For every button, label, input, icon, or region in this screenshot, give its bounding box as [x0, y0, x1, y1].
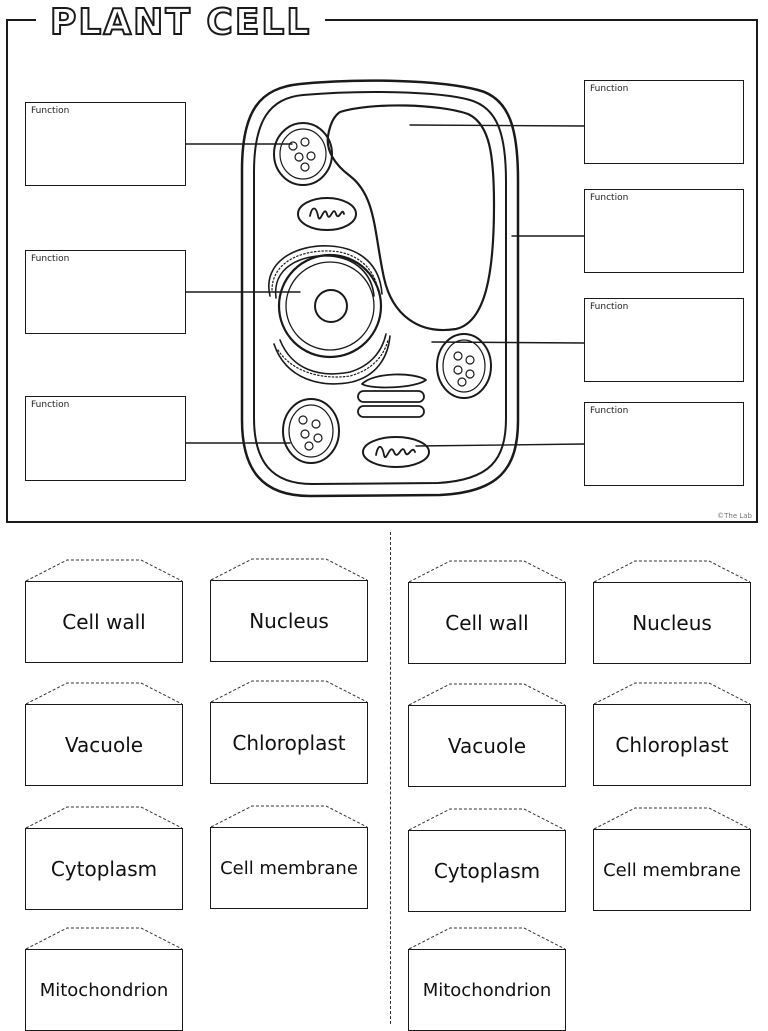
function-box-right-3[interactable]: Function — [584, 298, 744, 382]
flap-cytoplasm-left[interactable]: Cytoplasm — [25, 806, 183, 910]
worksheet-frame — [6, 19, 758, 523]
flap-chloroplast-right[interactable]: Chloroplast — [593, 682, 751, 786]
flap-fold-line — [210, 558, 368, 581]
cell-membrane-outline — [253, 91, 507, 485]
flap-vacuole-left[interactable]: Vacuole — [25, 682, 183, 786]
function-label: Function — [590, 406, 629, 416]
flap-fold-line — [210, 805, 368, 828]
flap-label: Chloroplast — [593, 704, 751, 786]
function-box-right-4[interactable]: Function — [584, 402, 744, 486]
flap-vacuole-right[interactable]: Vacuole — [408, 683, 566, 787]
flap-fold-line — [593, 807, 751, 830]
function-box-right-2[interactable]: Function — [584, 189, 744, 273]
flap-nucleus-right[interactable]: Nucleus — [593, 560, 751, 664]
flap-fold-line — [25, 927, 183, 950]
flap-label: Cell membrane — [593, 829, 751, 911]
flap-fold-line — [408, 560, 566, 583]
function-label: Function — [590, 84, 629, 94]
flap-cell-wall-right[interactable]: Cell wall — [408, 560, 566, 664]
flap-label: Mitochondrion — [25, 949, 183, 1031]
nucleus-outline — [277, 253, 383, 359]
flap-cell-membrane-right[interactable]: Cell membrane — [593, 807, 751, 911]
flap-mitochondrion-left[interactable]: Mitochondrion — [25, 927, 183, 1031]
flap-label: Nucleus — [593, 582, 751, 664]
flap-mitochondrion-right[interactable]: Mitochondrion — [408, 927, 566, 1031]
flap-label: Nucleus — [210, 580, 368, 662]
mitochondrion-outline — [297, 197, 357, 231]
function-box-left-2[interactable]: Function — [25, 250, 186, 334]
chloroplast-outline — [282, 398, 340, 464]
flap-label: Cell membrane — [210, 827, 368, 909]
flap-nucleus-left[interactable]: Nucleus — [210, 558, 368, 662]
flap-fold-line — [593, 560, 751, 583]
flap-label: Cell wall — [25, 581, 183, 663]
cell-wall-outline — [240, 79, 520, 498]
function-box-left-3[interactable]: Function — [25, 396, 186, 481]
copyright-credit: ©The Lab — [717, 512, 752, 520]
function-label: Function — [590, 193, 629, 203]
flap-label: Vacuole — [25, 704, 183, 786]
flap-label: Chloroplast — [210, 702, 368, 784]
function-box-left-1[interactable]: Function — [25, 102, 186, 186]
function-label: Function — [31, 254, 70, 264]
vacuole-outline — [326, 104, 496, 332]
flap-fold-line — [210, 680, 368, 703]
mitochondrion-outline — [362, 436, 430, 468]
function-label: Function — [590, 302, 629, 312]
flap-label: Cytoplasm — [408, 830, 566, 912]
flap-fold-line — [408, 808, 566, 831]
chloroplast-outline — [436, 333, 492, 399]
page-title: Plant Cell — [36, 1, 326, 44]
flap-fold-line — [593, 682, 751, 705]
function-label: Function — [31, 400, 70, 410]
flap-chloroplast-left[interactable]: Chloroplast — [210, 680, 368, 784]
flap-cell-membrane-left[interactable]: Cell membrane — [210, 805, 368, 909]
flap-fold-line — [408, 683, 566, 706]
cut-line — [390, 532, 391, 1024]
nucleolus-outline — [314, 289, 348, 323]
flap-label: Vacuole — [408, 705, 566, 787]
flap-label: Cytoplasm — [25, 828, 183, 910]
flap-cytoplasm-right[interactable]: Cytoplasm — [408, 808, 566, 912]
function-box-right-1[interactable]: Function — [584, 80, 744, 164]
golgi-outline — [361, 373, 427, 389]
flap-fold-line — [408, 927, 566, 950]
flap-label: Mitochondrion — [408, 949, 566, 1031]
flap-cell-wall-left[interactable]: Cell wall — [25, 559, 183, 663]
function-label: Function — [31, 106, 70, 116]
chloroplast-outline — [273, 122, 333, 186]
flap-fold-line — [25, 682, 183, 705]
flap-fold-line — [25, 806, 183, 829]
flap-fold-line — [25, 559, 183, 582]
plant-cell-diagram — [185, 79, 585, 498]
flap-label: Cell wall — [408, 582, 566, 664]
